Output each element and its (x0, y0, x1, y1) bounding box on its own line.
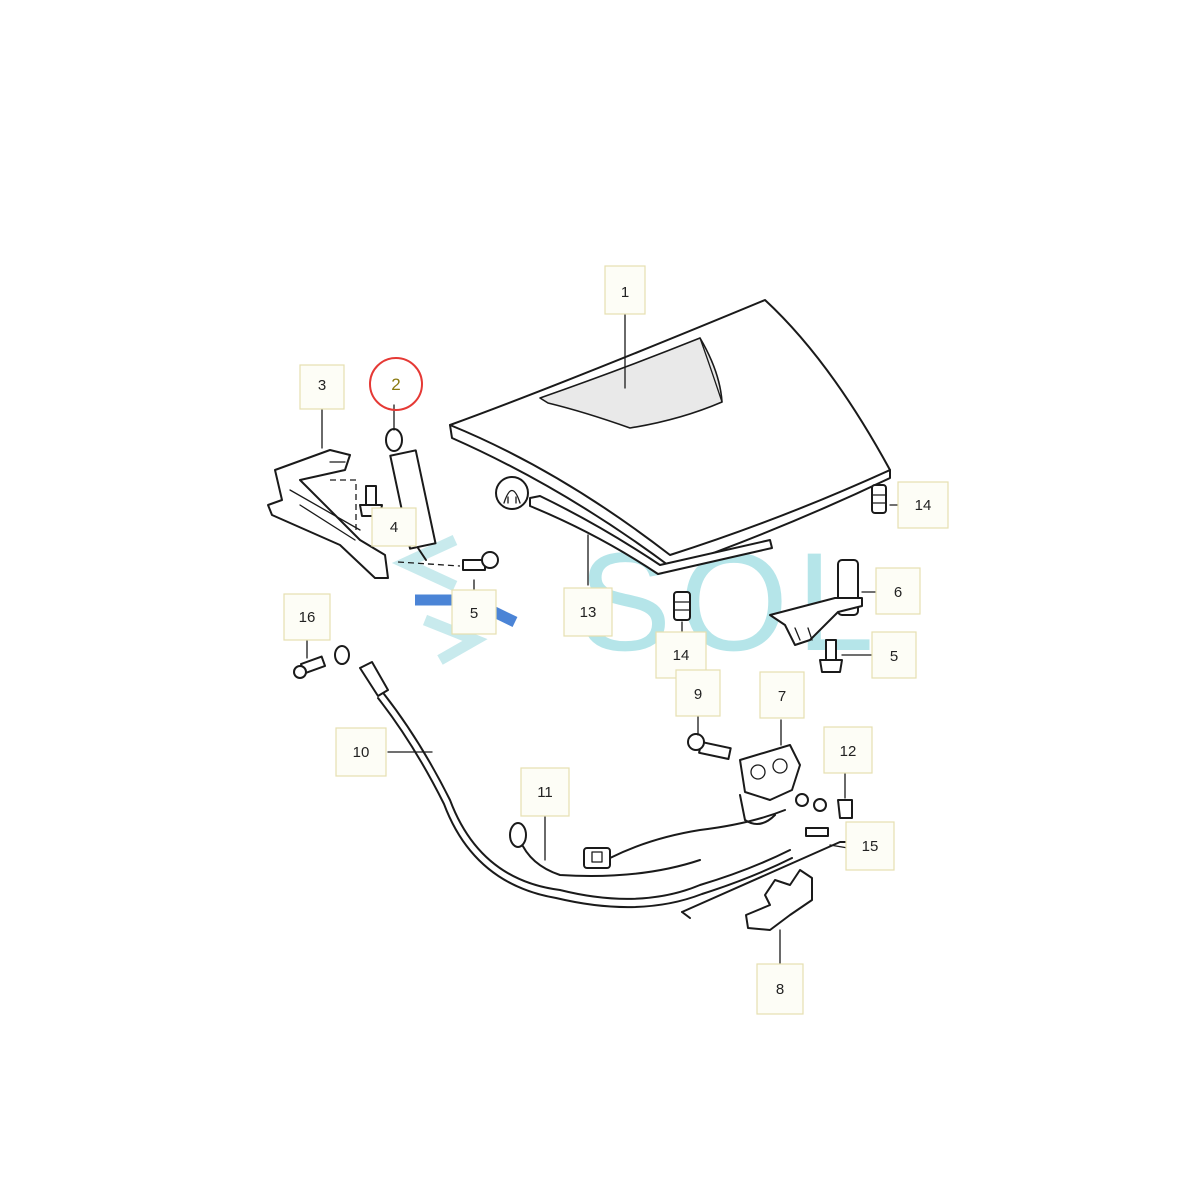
label-2-highlighted: 2 (369, 357, 423, 411)
label-9-text: 9 (694, 686, 702, 703)
label-1-text: 1 (621, 284, 629, 301)
gas-strut (385, 404, 437, 561)
label-5-left: 5 (451, 589, 497, 635)
label-15: 15 (845, 821, 895, 871)
label-1: 1 (604, 265, 646, 315)
label-4-text: 4 (390, 519, 398, 536)
label-6-text: 6 (894, 584, 902, 601)
hood-hinge (267, 394, 389, 579)
label-5-right-text: 5 (890, 648, 898, 665)
highlight-ring (369, 357, 423, 411)
label-3-text: 3 (318, 377, 326, 394)
hood-panel (449, 299, 891, 569)
label-11: 11 (520, 767, 570, 817)
hood-seal (495, 476, 773, 586)
clip-12 (837, 771, 853, 819)
label-15-text: 15 (862, 838, 879, 855)
label-5-right: 5 (871, 631, 917, 679)
label-14-center-text: 14 (673, 647, 690, 664)
label-7-text: 7 (778, 688, 786, 705)
bracket-8 (745, 869, 813, 971)
rubber-stop-14-right (871, 484, 906, 514)
hood-lock-7 (739, 719, 801, 825)
bolt-5-right (819, 639, 876, 673)
label-14-right-text: 14 (915, 497, 932, 514)
bolt-16 (293, 639, 327, 679)
label-7: 7 (759, 671, 805, 719)
label-14-right: 14 (897, 481, 949, 529)
rubber-stop-14-center (673, 591, 691, 641)
latch-striker (769, 559, 879, 646)
label-5-left-text: 5 (470, 605, 478, 622)
label-16: 16 (283, 593, 331, 641)
release-cable-10 (334, 645, 793, 909)
label-10: 10 (335, 727, 387, 777)
label-16-text: 16 (299, 609, 316, 626)
label-13-text: 13 (580, 604, 597, 621)
label-12-text: 12 (840, 743, 857, 760)
label-8-text: 8 (776, 981, 784, 998)
callout-labels: 1 2 3 4 5 13 14 14 (283, 265, 949, 1015)
label-10-text: 10 (353, 744, 370, 761)
label-3: 3 (299, 364, 345, 410)
label-13: 13 (563, 587, 613, 637)
label-9: 9 (675, 669, 721, 717)
label-11-text: 11 (537, 784, 553, 801)
label-8: 8 (756, 963, 804, 1015)
label-2-text: 2 (391, 375, 400, 394)
label-4: 4 (371, 507, 417, 547)
label-12: 12 (823, 726, 873, 774)
label-6: 6 (875, 567, 921, 615)
release-cable-11 (509, 793, 809, 877)
